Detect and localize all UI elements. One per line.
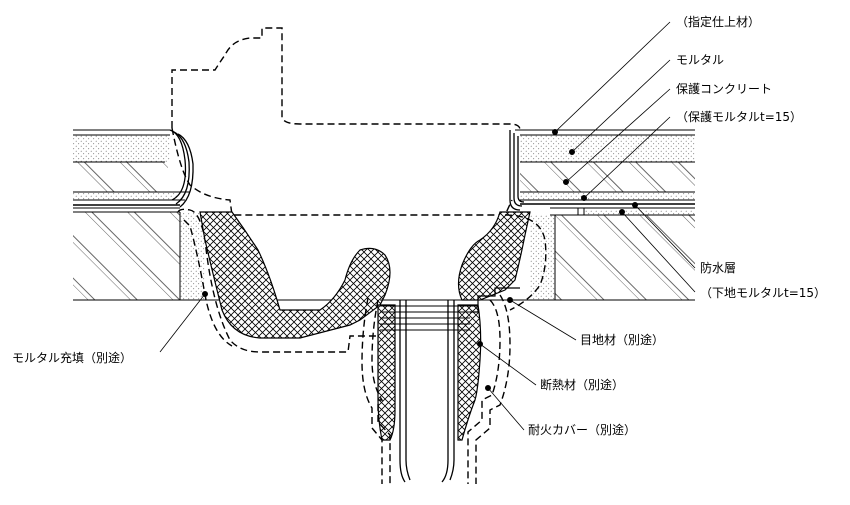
label-fireproof-cover: 耐火カバー（別途）	[528, 422, 636, 437]
label-finish-material: （指定仕上材）	[676, 14, 760, 29]
insulation-blocks	[199, 211, 531, 441]
labels: （指定仕上材） モルタル 保護コンクリート （保護モルタルt=15） 防水層 （…	[12, 14, 826, 437]
fireproof-cover-outline	[361, 214, 547, 484]
label-insulation: 断熱材（別途）	[540, 377, 624, 392]
label-waterproof-layer: 防水層	[700, 260, 736, 275]
left-slab	[73, 129, 380, 301]
label-joint-material: 目地材（別途）	[580, 332, 664, 347]
mortar-fill-outline	[177, 208, 380, 353]
dashed-frame-outline	[171, 27, 521, 216]
label-protective-concrete: 保護コンクリート	[676, 81, 772, 96]
steel-frame	[380, 287, 520, 483]
label-base-mortar: （下地モルタルt=15）	[700, 286, 826, 300]
right-slab	[480, 129, 695, 301]
leader-lines	[159, 21, 696, 431]
label-protective-mortar: （保護モルタルt=15）	[676, 109, 802, 124]
label-mortar: モルタル	[676, 53, 724, 67]
label-mortar-filling: モルタル充填（別途）	[12, 350, 132, 365]
